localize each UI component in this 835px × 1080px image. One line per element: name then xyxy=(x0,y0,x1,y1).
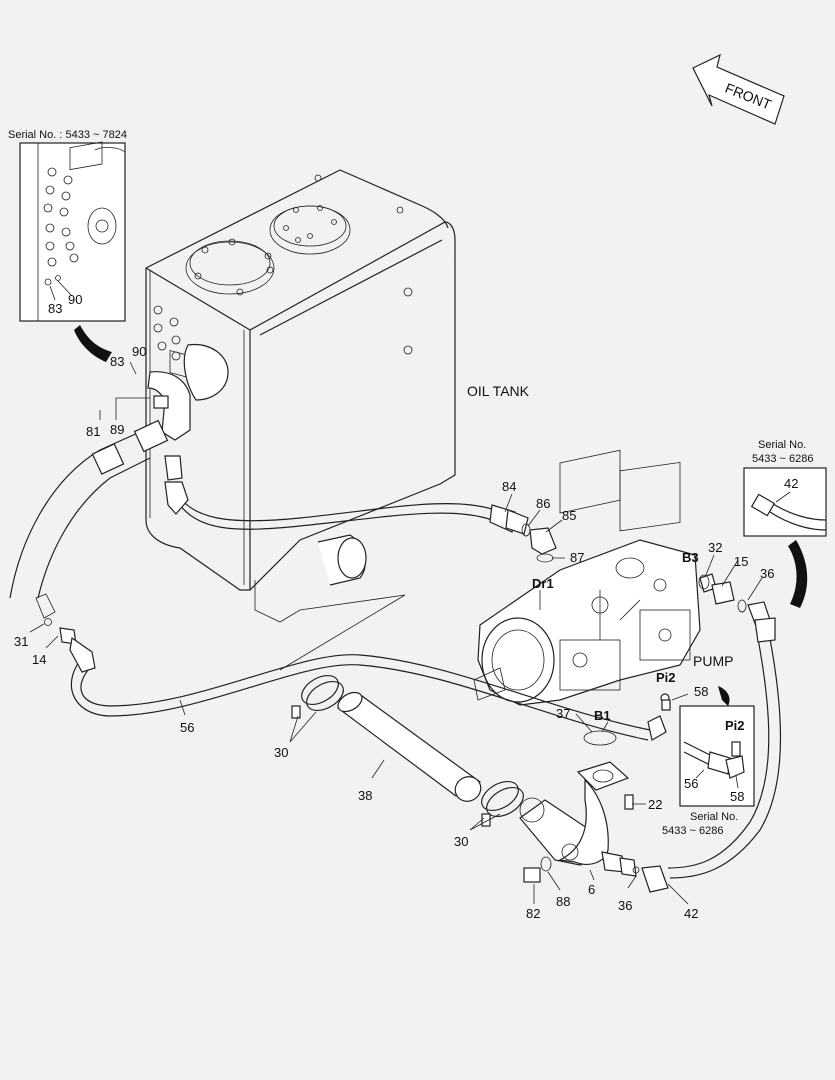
callout-82: 82 xyxy=(526,906,540,921)
right-mid-serial-line1: Serial No. xyxy=(690,811,738,823)
port-b3: B3 xyxy=(682,550,699,565)
port-dr1: Dr1 xyxy=(532,576,554,591)
clamps-and-tube xyxy=(291,674,524,827)
leader-lines xyxy=(29,356,763,905)
port-pi2: Pi2 xyxy=(656,670,676,685)
callout-89: 89 xyxy=(110,422,124,437)
callout-6: 6 xyxy=(588,882,595,897)
right-inset-callout-42: 42 xyxy=(784,476,798,491)
oil-tank: OIL TANK xyxy=(145,169,530,671)
hose-56 xyxy=(44,618,671,741)
hose-42 xyxy=(641,573,782,893)
right-mid-callout-56: 56 xyxy=(684,776,698,791)
serial-inset-right-top: Serial No. 5433 ~ 6286 42 xyxy=(743,439,827,608)
serial-inset-right-mid: Pi2 56 58 Serial No. 5433 ~ 6286 xyxy=(662,686,755,837)
callout-86: 86 xyxy=(536,496,550,511)
callout-88: 88 xyxy=(556,894,570,909)
right-mid-callout-58: 58 xyxy=(730,789,744,804)
callout-56: 56 xyxy=(180,720,194,735)
callout-37: 37 xyxy=(556,706,570,721)
callout-87: 87 xyxy=(570,550,584,565)
callout-85: 85 xyxy=(562,508,576,523)
drain-hose xyxy=(164,455,557,563)
callout-32: 32 xyxy=(708,540,722,555)
elbow-fitting xyxy=(519,730,640,883)
callout-58: 58 xyxy=(694,684,708,699)
callout-90: 90 xyxy=(132,344,146,359)
callout-84: 84 xyxy=(502,479,516,494)
callout-31: 31 xyxy=(14,634,28,649)
callout-14: 14 xyxy=(32,652,46,667)
callout-30-lower: 30 xyxy=(454,834,468,849)
inset-callout-90: 90 xyxy=(68,292,82,307)
callout-36-lower: 36 xyxy=(618,898,632,913)
front-arrow-icon: FRONT xyxy=(692,53,785,125)
callout-30-upper: 30 xyxy=(274,745,288,760)
pump-label: PUMP xyxy=(693,653,733,669)
serial-inset-top-left: Serial No. : 5433 ~ 7824 83 90 xyxy=(8,129,127,362)
callout-38: 38 xyxy=(358,788,372,803)
callout-83: 83 xyxy=(110,354,124,369)
callout-15: 15 xyxy=(734,554,748,569)
port-b1: B1 xyxy=(594,708,611,723)
callout-36-upper: 36 xyxy=(760,566,774,581)
oil-tank-label: OIL TANK xyxy=(467,383,530,399)
right-mid-serial-line2: 5433 ~ 6286 xyxy=(662,825,723,837)
right-mid-port-pi2: Pi2 xyxy=(725,718,745,733)
callout-22: 22 xyxy=(648,797,662,812)
right-inset-serial-line1: Serial No. xyxy=(758,439,806,451)
inset-callout-83: 83 xyxy=(48,301,62,316)
callout-42: 42 xyxy=(684,906,698,921)
pump-assembly: PUMP xyxy=(473,449,733,706)
suction-hose xyxy=(9,419,169,619)
inset-serial-label: Serial No. : 5433 ~ 7824 xyxy=(8,129,127,141)
callout-81: 81 xyxy=(86,424,100,439)
right-inset-serial-line2: 5433 ~ 6286 xyxy=(752,453,813,465)
